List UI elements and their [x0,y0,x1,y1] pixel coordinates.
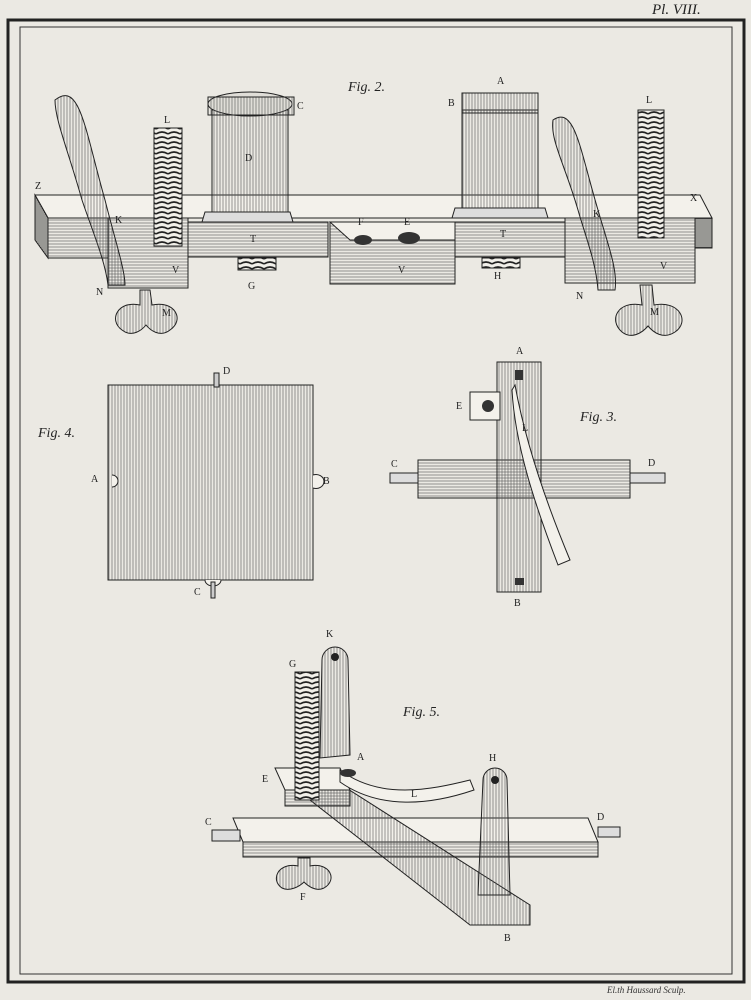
fig5-label: G [289,659,297,670]
fig4-drawing [107,372,325,599]
fig2-spring-left [54,95,126,286]
fig2-label: F [358,217,364,228]
fig2-label: V [398,265,406,276]
fig2-label: X [690,193,698,204]
fig3-label: C [391,459,398,470]
fig2-label: T [250,234,257,245]
fig3-label: B [514,598,521,609]
fig5-label: H [489,753,497,764]
fig2-label: M [650,307,659,318]
fig2-label: K [593,209,601,220]
fig2-label: M [162,308,171,319]
fig4-label: A [91,474,99,485]
fig2-screw-right [637,109,665,239]
fig5-caption: Fig. 5. [403,705,440,720]
fig5-post-k [319,646,351,759]
fig2-label: V [172,265,180,276]
fig5-label: B [504,933,511,944]
fig2-label: D [245,153,253,164]
fig3-drawing [389,361,666,593]
fig5-spring [339,769,475,803]
fig3-caption: Fig. 3. [580,410,617,425]
fig2-post-d [211,109,289,219]
fig5-label: L [411,789,418,800]
fig2-label: Z [35,181,42,192]
fig2-wingnut-left [115,289,178,334]
fig3-label: D [648,458,656,469]
fig2-label: C [297,101,304,112]
fig2-block-t-left [187,221,329,258]
plate-number: Pl. VIII. [652,2,701,18]
fig2-label: A [497,76,505,87]
fig2-label: H [494,271,502,282]
fig5-label: D [597,812,605,823]
fig5-label: K [326,629,334,640]
fig5-label: C [205,817,212,828]
inner-frame [19,26,733,975]
fig3-spring [511,383,571,566]
fig2-label: L [646,95,653,106]
engraver-signature: El.th Haussard Sculp. [607,985,686,995]
fig2-drawing [34,91,713,336]
fig2-label: E [404,217,411,228]
fig5-drawing [211,646,621,926]
fig2-wingnut-right [615,284,683,336]
fig4-label: C [194,587,201,598]
fig2-label: N [96,287,104,298]
outer-frame [6,18,746,984]
fig3-label: E [456,401,463,412]
fig2-label: T [500,229,507,240]
fig2-label: V [660,261,668,272]
fig3-label: A [516,346,524,357]
fig5-wingnut [276,857,332,890]
fig2-label: N [576,291,584,302]
fig2-label: G [248,281,256,292]
fig2-label: K [115,215,123,226]
fig5-post-h [477,767,511,896]
fig2-spring-right [552,116,617,291]
fig4-plate [107,384,314,581]
fig5-label: F [300,892,306,903]
fig4-caption: Fig. 4. [38,426,75,441]
fig5-label: A [357,752,365,763]
fig2-post-a [461,109,539,216]
fig5-label: E [262,774,269,785]
fig4-label: B [323,476,330,487]
fig3-label: L [522,423,529,434]
fig5-screw [294,671,320,801]
fig4-label: D [223,366,231,377]
fig2-caption: Fig. 2. [348,80,385,95]
fig2-block-t-right [454,221,566,258]
fig2-screw-left [153,127,183,247]
fig2-label: B [448,98,455,109]
fig2-label: L [164,115,171,126]
